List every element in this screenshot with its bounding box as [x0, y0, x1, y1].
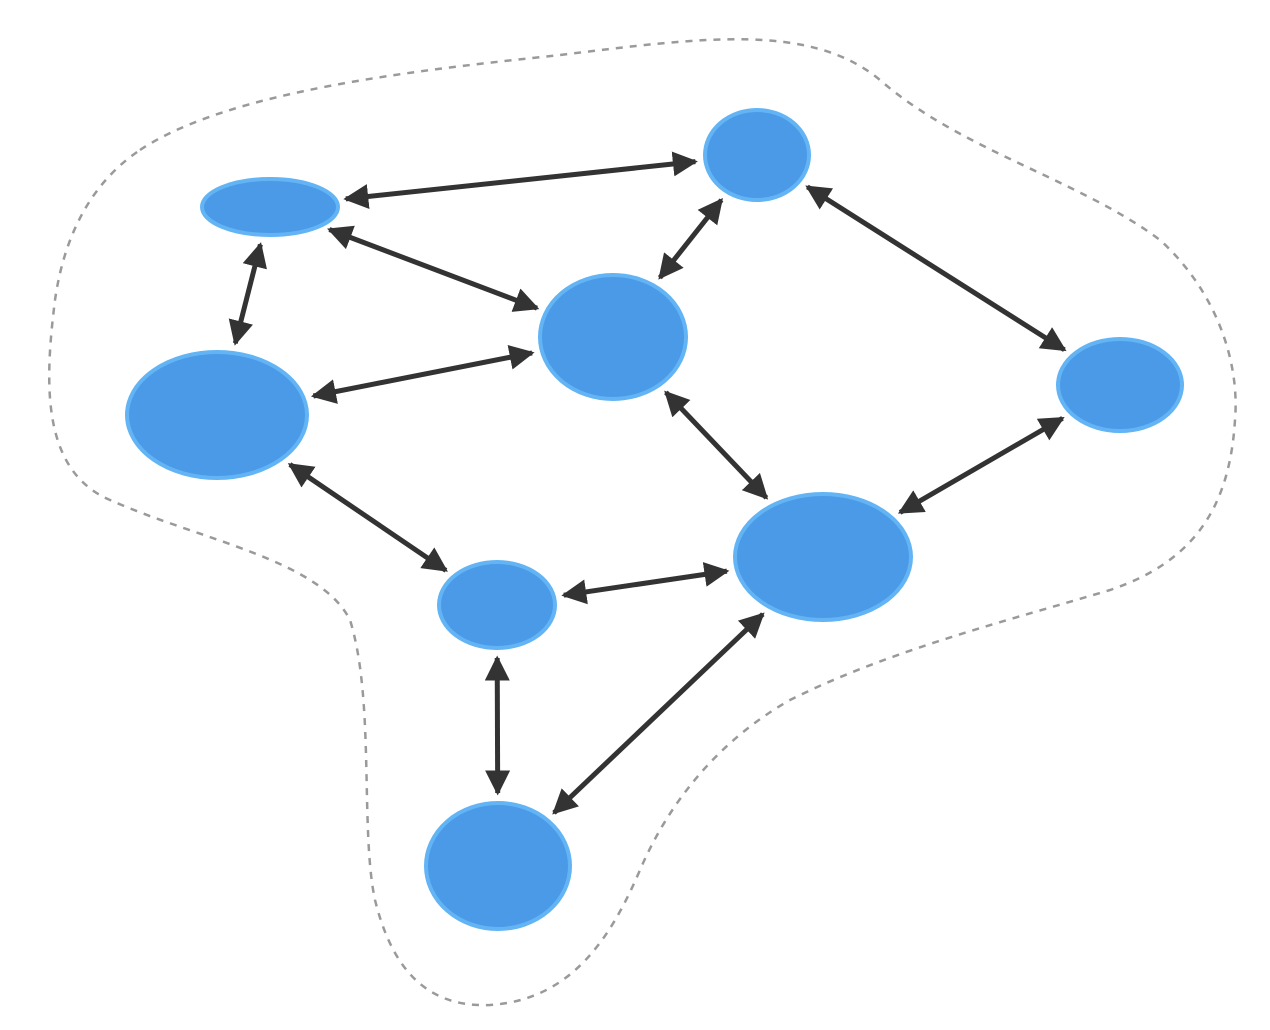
edge-n7-n6	[561, 562, 730, 605]
dashed-boundary	[47, 38, 1237, 1007]
node-n7	[437, 560, 557, 650]
edge-n7-n8	[484, 655, 511, 796]
edge-n1-n4	[327, 225, 540, 312]
nodes-layer	[125, 108, 1184, 931]
edge-n2-n4	[657, 198, 724, 280]
edge-n6-n8	[552, 612, 765, 815]
node-n2	[703, 108, 811, 202]
node-n4	[538, 273, 688, 401]
edge-n2-n5	[805, 184, 1067, 352]
edge-n4-n6	[664, 390, 769, 500]
edge-n5-n6	[897, 416, 1065, 515]
node-n5	[1056, 337, 1184, 433]
edge-n1-n2	[343, 151, 698, 209]
edge-n1-n3	[228, 242, 267, 346]
node-n6	[733, 492, 913, 622]
edges-layer	[228, 151, 1067, 815]
node-n8	[424, 801, 572, 931]
edge-n3-n4	[310, 344, 535, 404]
node-n1	[200, 177, 340, 237]
edge-n3-n7	[287, 462, 448, 573]
node-n3	[125, 350, 309, 480]
